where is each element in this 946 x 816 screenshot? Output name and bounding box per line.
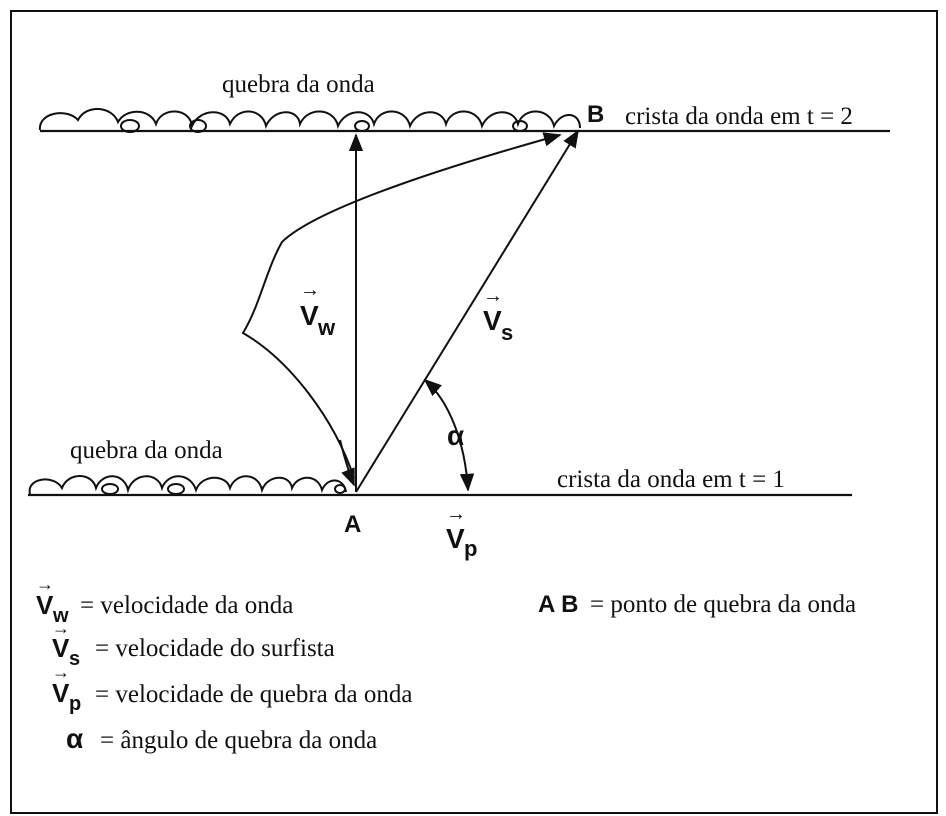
legend-vw-sub: w: [52, 605, 69, 627]
legend-vp-arrow: →: [52, 662, 70, 682]
point-a-label: A: [344, 511, 361, 538]
top-break-label: quebra da onda: [222, 71, 375, 98]
surfer-path: [241, 132, 562, 479]
vs-arrow: →: [483, 285, 503, 307]
point-b-label: B: [587, 101, 604, 128]
legend-item-vw: → V w = velocidade da onda: [36, 574, 293, 627]
vp-arrow: →: [446, 503, 466, 525]
legend-vw-base: V: [36, 590, 54, 620]
vs-label: → V s: [483, 285, 513, 345]
vp-base: V: [446, 523, 465, 554]
vector-vs: [355, 129, 579, 493]
legend-vw-arrow: →: [36, 574, 54, 594]
vw-arrow: →: [300, 279, 320, 301]
vw-label: → V w: [300, 279, 336, 340]
legend-vs-arrow: →: [52, 618, 70, 638]
vw-base: V: [300, 300, 319, 331]
vs-base: V: [483, 305, 502, 336]
surfer-path-start-arrow: [339, 439, 355, 487]
legend-item-alpha: α = ângulo de quebra da onda: [66, 723, 377, 754]
legend-vs-sub: s: [69, 648, 80, 670]
legend-vp-sub: p: [69, 693, 81, 715]
legend-item-vp: → V p = velocidade de quebra da onda: [52, 662, 412, 715]
diagram-frame: [10, 10, 938, 814]
legend-ab-symbol: A B: [538, 591, 578, 618]
crest-t1-label: crista da onda em t = 1: [557, 466, 785, 493]
vs-sub: s: [501, 320, 513, 345]
foam-top: [38, 108, 581, 133]
legend-alpha-text: = ângulo de quebra da onda: [100, 727, 377, 754]
vp-sub: p: [464, 536, 477, 561]
vp-label: → V p: [446, 503, 477, 561]
legend-vs-text: = velocidade do surfista: [95, 635, 335, 662]
legend-item-ab: A B = ponto de quebra da onda: [538, 591, 856, 618]
legend-vp-base: V: [52, 678, 70, 708]
legend-alpha-symbol: α: [66, 723, 83, 754]
legend-ab-text: = ponto de quebra da onda: [590, 591, 856, 618]
alpha-arc: [423, 378, 475, 492]
legend-vw-text: = velocidade da onda: [80, 592, 293, 619]
vw-sub: w: [317, 315, 336, 340]
legend-vs-base: V: [52, 633, 70, 663]
legend: → V w = velocidade da onda → V s = veloc…: [36, 574, 856, 754]
alpha-label: α: [447, 420, 464, 451]
legend-item-vs: → V s = velocidade do surfista: [52, 618, 335, 670]
legend-vp-text: = velocidade de quebra da onda: [95, 681, 412, 708]
bottom-break-label: quebra da onda: [70, 437, 223, 464]
crest-t2-label: crista da onda em t = 2: [625, 103, 853, 130]
foam-bottom: [28, 475, 347, 495]
